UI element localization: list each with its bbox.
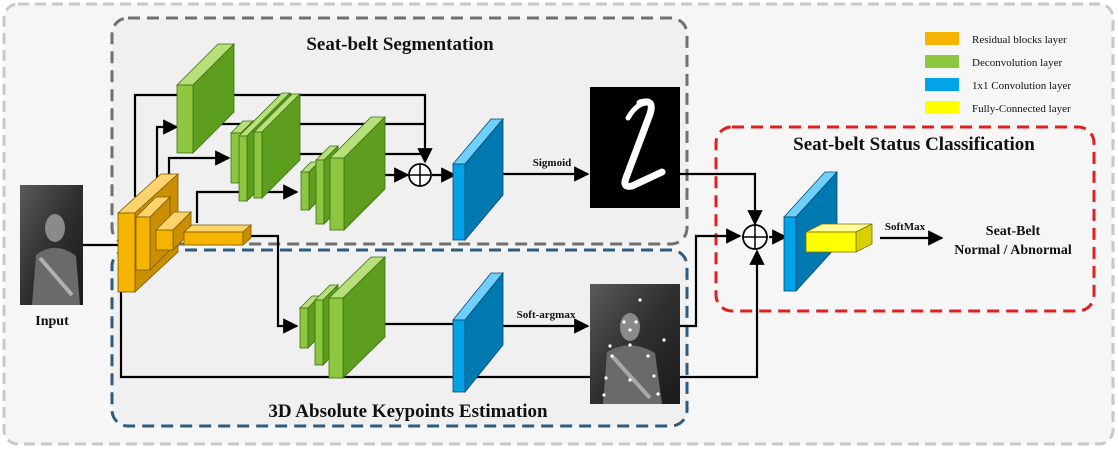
legend-label-residual: Residual blocks layer	[972, 34, 1067, 46]
residual-block-3	[155, 211, 192, 251]
legend: Residual blocks layer Deconvolution laye…	[925, 32, 1071, 115]
deconv-block-4c	[328, 256, 386, 379]
input-image	[20, 185, 83, 305]
output-label-line1: Seat-Belt	[986, 224, 1041, 239]
residual-block-4	[182, 224, 253, 246]
legend-swatch-fc	[925, 101, 959, 114]
keypoint-markers	[602, 298, 666, 397]
deconv-layers-kp	[299, 256, 386, 379]
sigmoid-label: Sigmoid	[533, 157, 572, 169]
legend-swatch-conv1x1	[925, 78, 959, 91]
legend-label-conv1x1: 1x1 Convolution layer	[972, 80, 1071, 92]
deconv-block-2c	[253, 93, 301, 199]
legend-label-deconv: Deconvolution layer	[972, 57, 1062, 69]
soft-argmax-label: Soft-argmax	[517, 309, 576, 321]
softmax-label: SoftMax	[885, 221, 926, 233]
deconv-block-1	[176, 43, 235, 154]
residual-blocks	[116, 173, 253, 293]
keypoints-image	[590, 284, 680, 404]
keypoints-title: 3D Absolute Keypoints Estimation	[268, 401, 548, 422]
output-label-line2: Normal / Abnormal	[954, 243, 1072, 258]
legend-swatch-deconv	[925, 55, 959, 68]
classification-title: Seat-belt Status Classification	[793, 134, 1035, 155]
deconv-layers-seg	[176, 43, 386, 231]
deconv-block-3c	[329, 116, 386, 231]
sum-node-seg	[408, 163, 432, 187]
legend-label-fc: Fully-Connected layer	[972, 103, 1071, 115]
keypoints-region	[110, 248, 689, 428]
legend-swatch-residual	[925, 32, 959, 45]
segmentation-mask-image	[590, 87, 680, 208]
sum-node-cls	[742, 224, 768, 250]
conv1x1-seg	[452, 117, 504, 242]
fc-layer	[805, 223, 873, 253]
conv1x1-kp	[452, 271, 504, 394]
segmentation-title: Seat-belt Segmentation	[306, 34, 494, 55]
input-label: Input	[35, 314, 69, 329]
